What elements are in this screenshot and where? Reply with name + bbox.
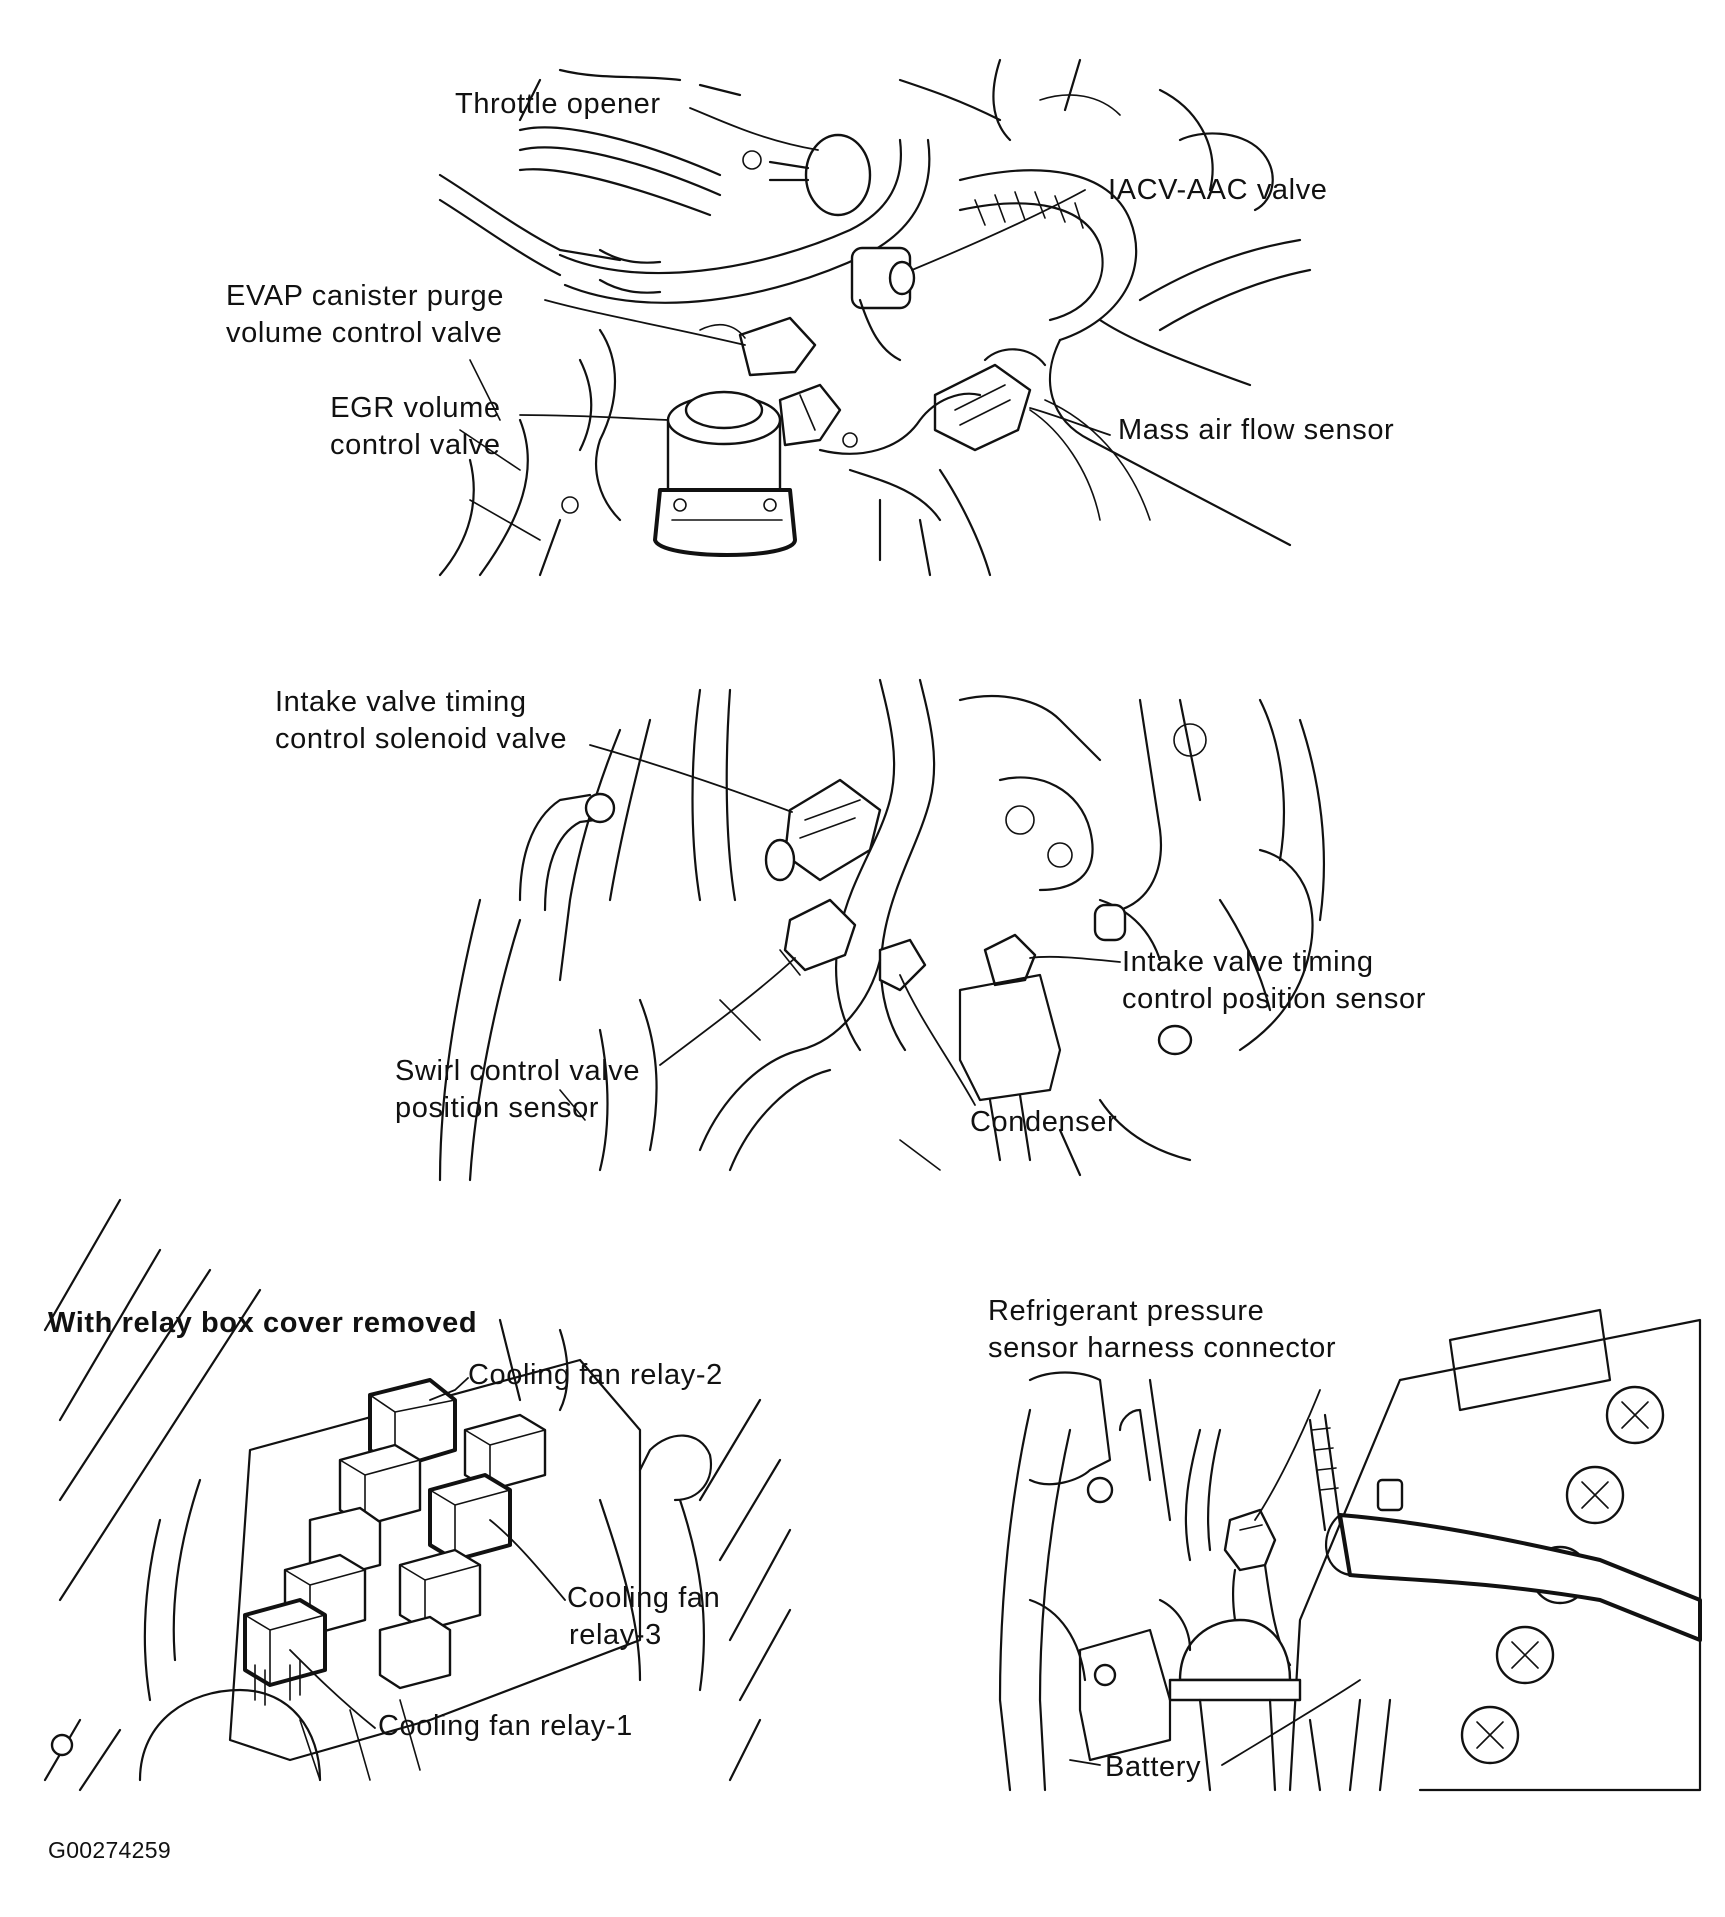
condenser-body	[878, 938, 927, 992]
label-mass-air-flow-sensor: Mass air flow sensor	[1118, 414, 1395, 446]
label-refrigerant-pressure-sensor-connector: Refrigerant pressure sensor harness conn…	[988, 1295, 1337, 1364]
label-cooling-fan-relay-3: Cooling fan relay-3	[567, 1582, 721, 1651]
relay-1	[243, 1598, 327, 1706]
relay-top-right	[463, 1413, 547, 1492]
evap-valve-body	[738, 316, 817, 377]
panel-middle-illustration	[438, 678, 1326, 1182]
panel-middle-leaders	[589, 744, 1121, 1106]
label-cooling-fan-relay-1: Cooling fan relay-1	[378, 1710, 633, 1742]
swirl-sensor-body	[783, 898, 857, 972]
ivt-solenoid-body	[783, 778, 882, 882]
label-swirl-control-valve-position-sensor: Swirl control valve position sensor	[395, 1055, 641, 1124]
relay-low-mid	[398, 1548, 482, 1632]
figure-code: G00274259	[48, 1837, 171, 1863]
relay-3	[428, 1473, 512, 1562]
label-throttle-opener: Throttle opener	[455, 88, 661, 120]
label-evap-canister-purge-valve: EVAP canister purge volume control valve	[226, 280, 504, 349]
maf-sensor-body	[933, 363, 1032, 452]
panel-bottom-left-illustration	[43, 1198, 792, 1792]
relay-low-right	[378, 1615, 452, 1690]
ivt-position-sensor-body	[983, 933, 1037, 987]
panel-bottom-left-leaders	[289, 1377, 566, 1729]
label-iacv-aac-valve: IACV-AAC valve	[1108, 174, 1328, 206]
label-condenser: Condenser	[970, 1106, 1118, 1138]
label-cooling-fan-relay-2: Cooling fan relay-2	[468, 1359, 723, 1391]
panel-top-leaders	[519, 107, 1111, 436]
refrigerant-connector-body	[1223, 1508, 1277, 1572]
panel-top-illustration	[438, 58, 1312, 577]
relay-mid-left	[338, 1443, 422, 1527]
label-ivt-control-position-sensor: Intake valve timing control position sen…	[1122, 946, 1426, 1015]
panel-bottom-right-leaders	[1069, 1389, 1361, 1766]
heading-relay-box-cover-removed: With relay box cover removed	[48, 1307, 478, 1339]
label-battery: Battery	[1105, 1751, 1202, 1783]
label-egr-volume-control-valve: EGR volume control valve	[330, 392, 501, 461]
label-ivt-control-solenoid-valve: Intake valve timing control solenoid val…	[275, 686, 568, 755]
throttle-opener-body	[804, 133, 872, 217]
panel-bottom-right-illustration	[998, 1308, 1702, 1792]
